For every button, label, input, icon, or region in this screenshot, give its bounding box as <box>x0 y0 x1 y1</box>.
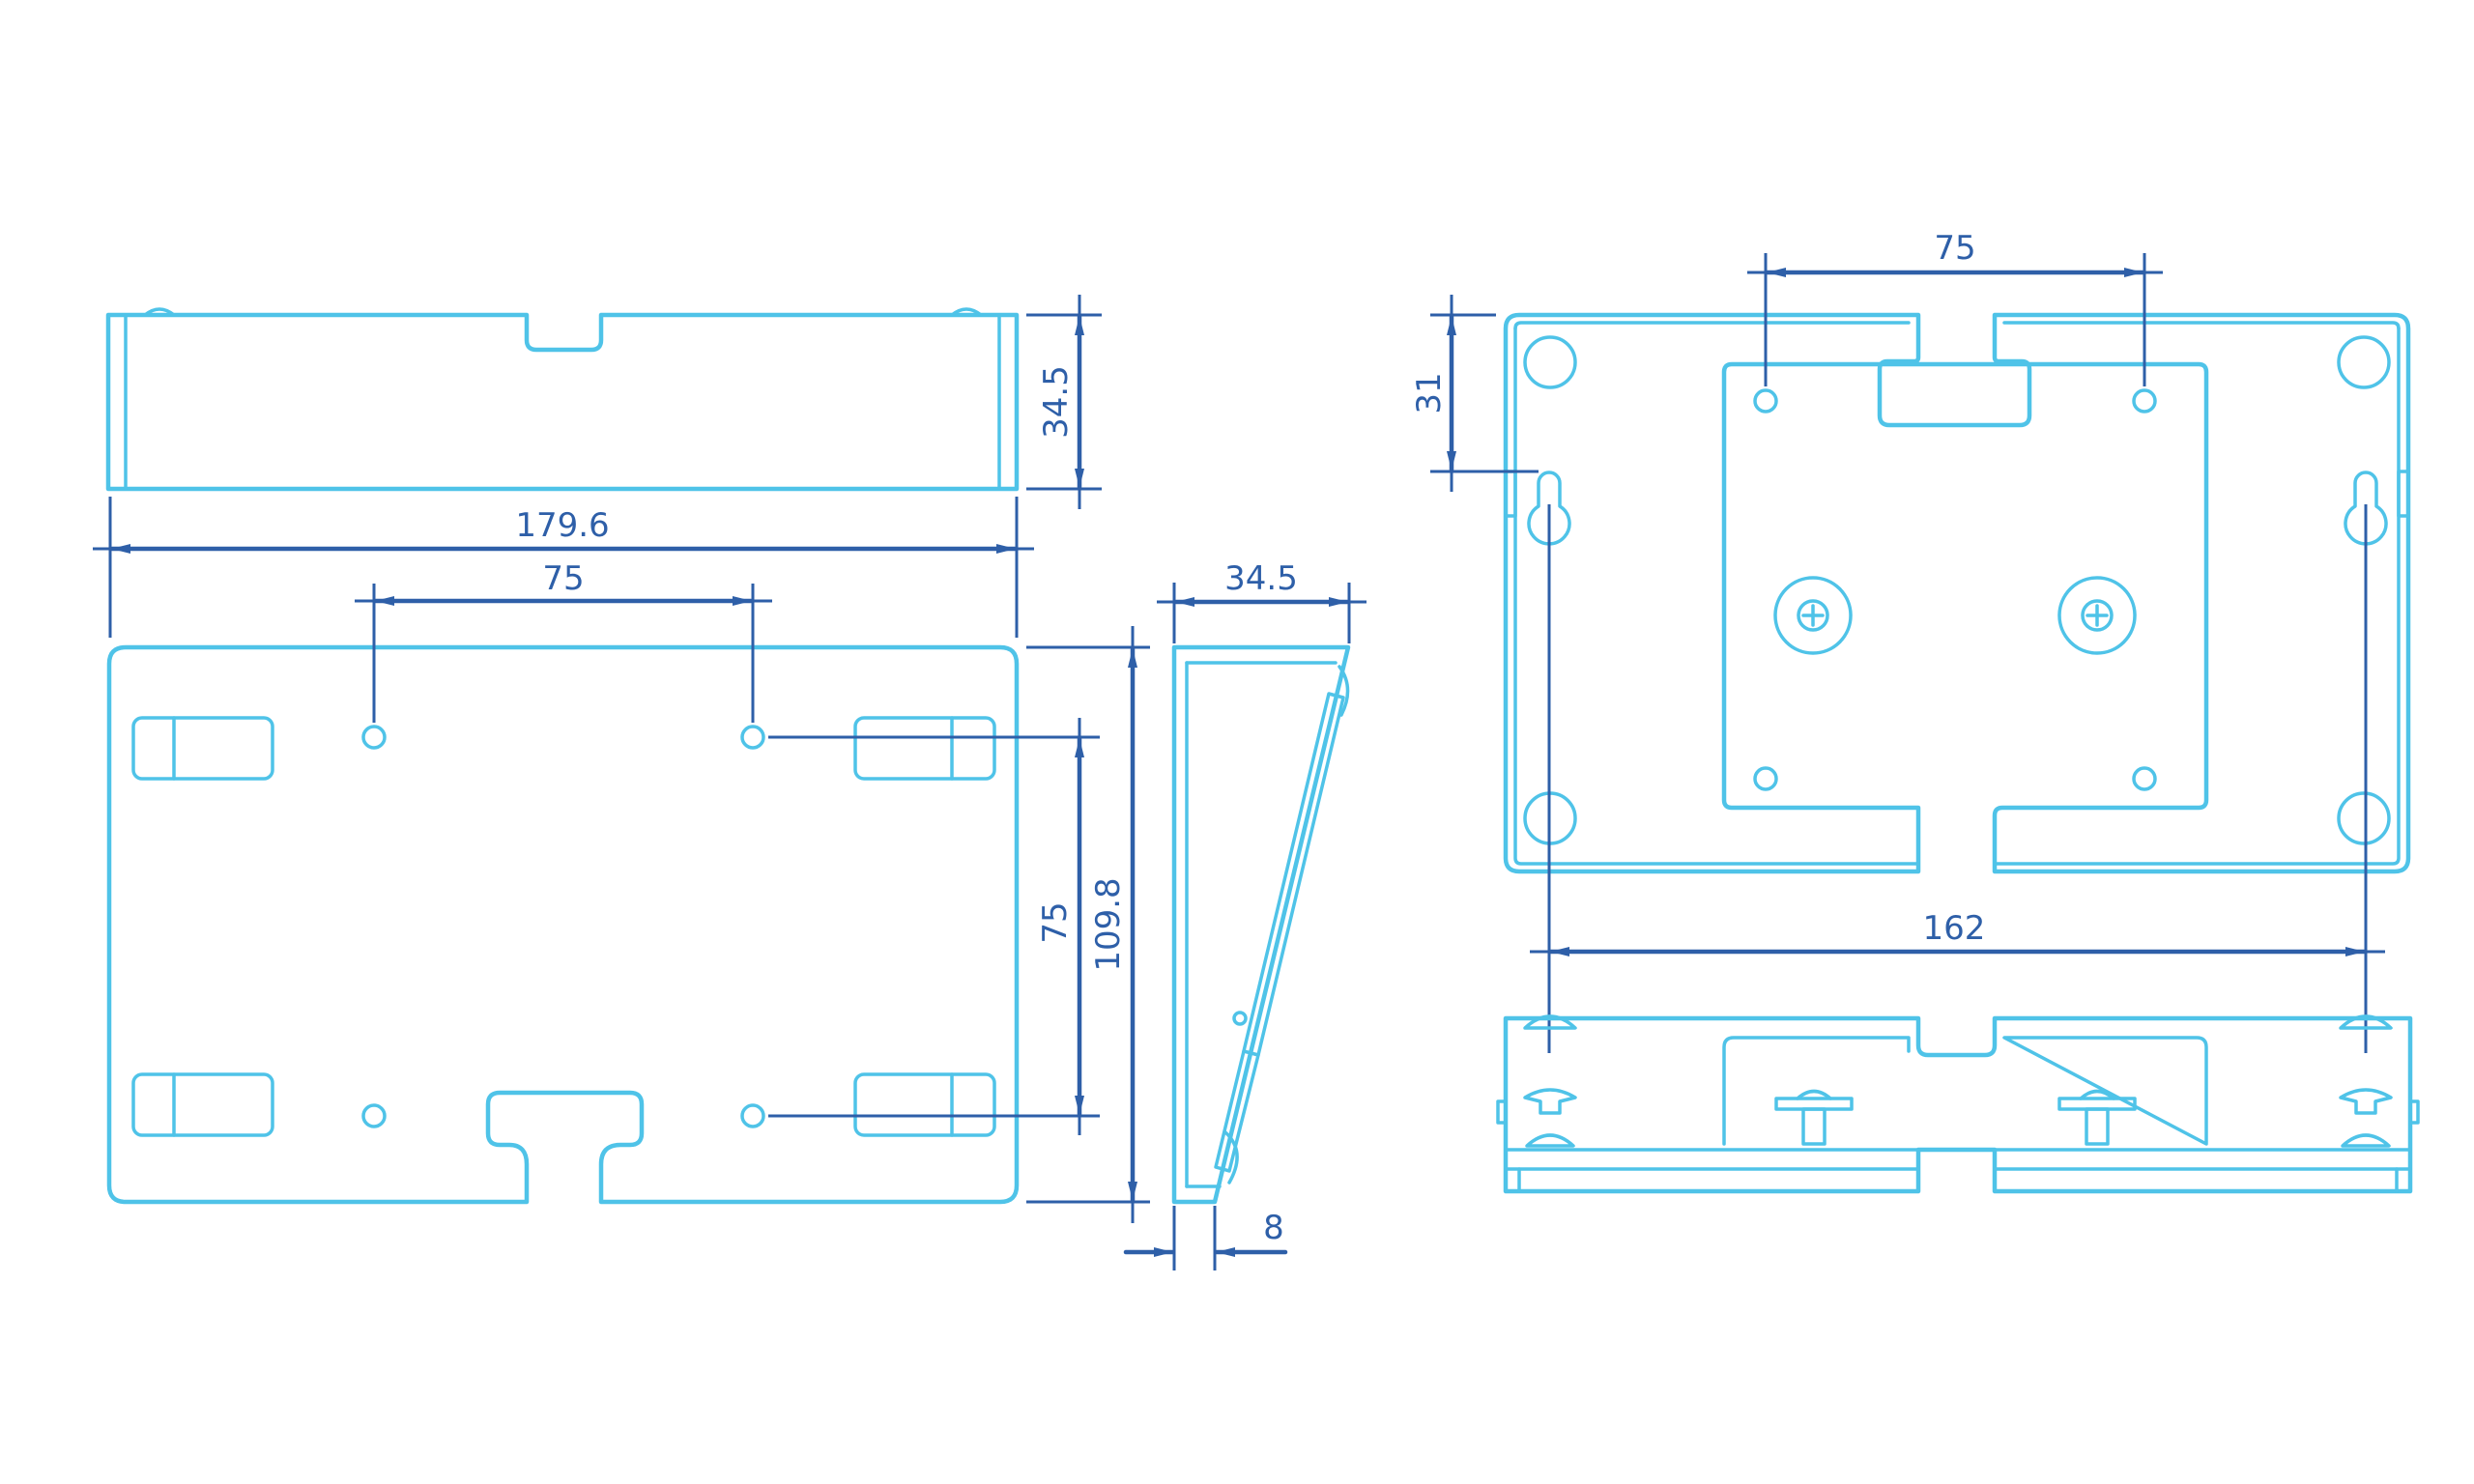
top-view-outline <box>105 312 1020 492</box>
bottom-screw-right <box>2057 1089 2137 1146</box>
bottom-foot-right <box>2339 1014 2393 1148</box>
side-view-outline <box>1171 644 1351 1205</box>
rear-keyhole-right <box>2344 471 2388 546</box>
front-hole-bottom-left <box>361 1103 387 1128</box>
rear-corner-hole-top-right <box>2337 335 2391 389</box>
dim-side-bottom-thickness: 8 <box>1123 1206 1288 1270</box>
top-view <box>105 307 1020 492</box>
dim-label-front-hole-spacing-horizontal: 75 <box>542 559 584 598</box>
rear-screw-right <box>2057 576 2137 655</box>
side-view-pin <box>1232 1011 1248 1026</box>
rear-view-outline <box>1503 312 2411 874</box>
rear-vesa-hole-bottom-left <box>1753 766 1778 791</box>
dim-label-front-hole-spacing-vertical: 75 <box>1036 901 1075 943</box>
dim-front-hole-spacing-vertical: 75 <box>768 718 1100 1135</box>
front-hole-top-left <box>361 725 387 750</box>
dim-label-front-height: 109.8 <box>1089 877 1128 971</box>
bottom-view-inner-block <box>1722 1036 2208 1146</box>
rear-vesa-hole-top-right <box>2132 388 2157 414</box>
dim-overall-width: 179.6 <box>93 497 1034 638</box>
front-view-outline <box>106 644 1020 1205</box>
dim-front-hole-spacing-horizontal: 75 <box>355 559 772 723</box>
bottom-screw-left <box>1774 1089 1854 1146</box>
front-pad-top-left <box>131 716 274 781</box>
top-view-right-bump <box>950 307 983 317</box>
bottom-foot-left <box>1523 1014 1577 1148</box>
rear-corner-hole-top-left <box>1523 335 1577 389</box>
dim-side-depth: 34.5 <box>1157 559 1366 643</box>
rear-view <box>1503 312 2411 874</box>
front-view <box>106 644 1020 1205</box>
dim-rear-slot-spacing: 162 <box>1530 504 2385 1053</box>
dim-label-side-depth: 34.5 <box>1224 559 1298 598</box>
front-hole-bottom-right <box>740 1103 765 1128</box>
rear-screw-left <box>1773 576 1853 655</box>
front-pad-bottom-left <box>131 1072 274 1137</box>
side-view-bottom-foot <box>1223 1130 1239 1184</box>
front-pad-top-right <box>853 716 996 781</box>
rear-vesa-hole-bottom-right <box>2132 766 2157 791</box>
dim-label-rear-hole-spacing: 75 <box>1934 229 1975 268</box>
dim-label-rear-slot-spacing: 162 <box>1923 909 1986 948</box>
rear-vesa-hole-top-left <box>1753 388 1778 414</box>
dim-rear-slot-offset: 31 <box>1410 295 1539 492</box>
front-pad-bottom-right <box>853 1072 996 1137</box>
dim-top-view-height: 34.5 <box>1026 295 1102 509</box>
dim-label-side-bottom-thickness: 8 <box>1263 1209 1284 1247</box>
dim-front-height: 109.8 <box>1026 626 1150 1223</box>
dim-label-rear-slot-offset: 31 <box>1410 372 1449 414</box>
dim-label-top-view-height: 34.5 <box>1037 365 1076 439</box>
dim-label-overall-width: 179.6 <box>515 506 609 545</box>
bottom-view-outline <box>1503 1015 2413 1194</box>
side-view-top-foot <box>1338 665 1350 717</box>
bottom-view <box>1496 1014 2420 1194</box>
top-view-left-bump <box>143 307 176 317</box>
front-hole-top-right <box>740 725 765 750</box>
dim-rear-hole-spacing: 75 <box>1747 229 2163 386</box>
side-view <box>1171 644 1351 1205</box>
rear-corner-hole-bottom-right <box>2337 791 2391 845</box>
rear-keyhole-left <box>1527 471 1571 546</box>
